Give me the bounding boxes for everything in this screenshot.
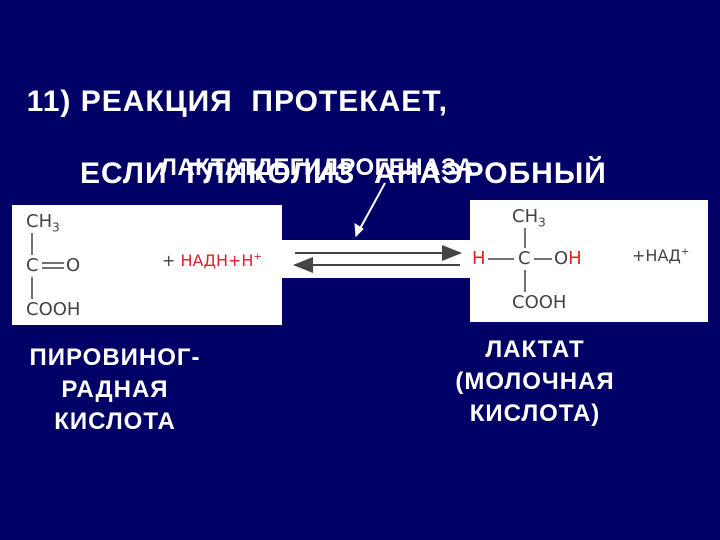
lactate-ch3: CH3 — [512, 206, 546, 230]
pyruvate-o: O — [66, 255, 81, 276]
pyruvate-panel: CH3 C O COOH + НАДН+Н+ — [12, 205, 282, 325]
lactate-oh: OH — [554, 248, 582, 269]
lactate-name: ЛАКТАТ (МОЛОЧНАЯ КИСЛОТА) — [455, 336, 615, 427]
arrow-band — [282, 240, 470, 278]
pyruvate-name: ПИРОВИНОГ- РАДНАЯ КИСЛОТА — [29, 344, 201, 435]
lactate-cooh: COOH — [512, 292, 567, 313]
pyruvate-c: C — [26, 255, 39, 276]
pyruvate-cooh: COOH — [26, 299, 81, 320]
lactate-c: C — [518, 248, 531, 269]
enzyme-pointer-head — [354, 223, 364, 238]
nad-term: +НАД+ — [632, 246, 690, 265]
slide-title: 11) РЕАКЦИЯ ПРОТЕКАЕТ, ЕСЛИ ГЛИКОЛИЗ АНА… — [8, 48, 607, 228]
lactate-left-h: H — [472, 248, 486, 269]
title-line-1: 11) РЕАКЦИЯ ПРОТЕКАЕТ, — [26, 85, 448, 118]
lactate-panel: CH3 H C OH COOH +НАД+ — [470, 200, 708, 322]
title-line-2: ЕСЛИ ГЛИКОЛИЗ АНАЭРОБНЫЙ — [80, 157, 607, 190]
pyruvate-bonds — [31, 233, 64, 299]
nadh-term: + НАДН+Н+ — [162, 251, 262, 270]
enzyme-label: ЛАКТАТДЕГИДРОГЕНАЗА — [160, 154, 475, 181]
pyruvate-ch3: CH3 — [26, 211, 60, 235]
lactate-bonds — [488, 228, 552, 292]
